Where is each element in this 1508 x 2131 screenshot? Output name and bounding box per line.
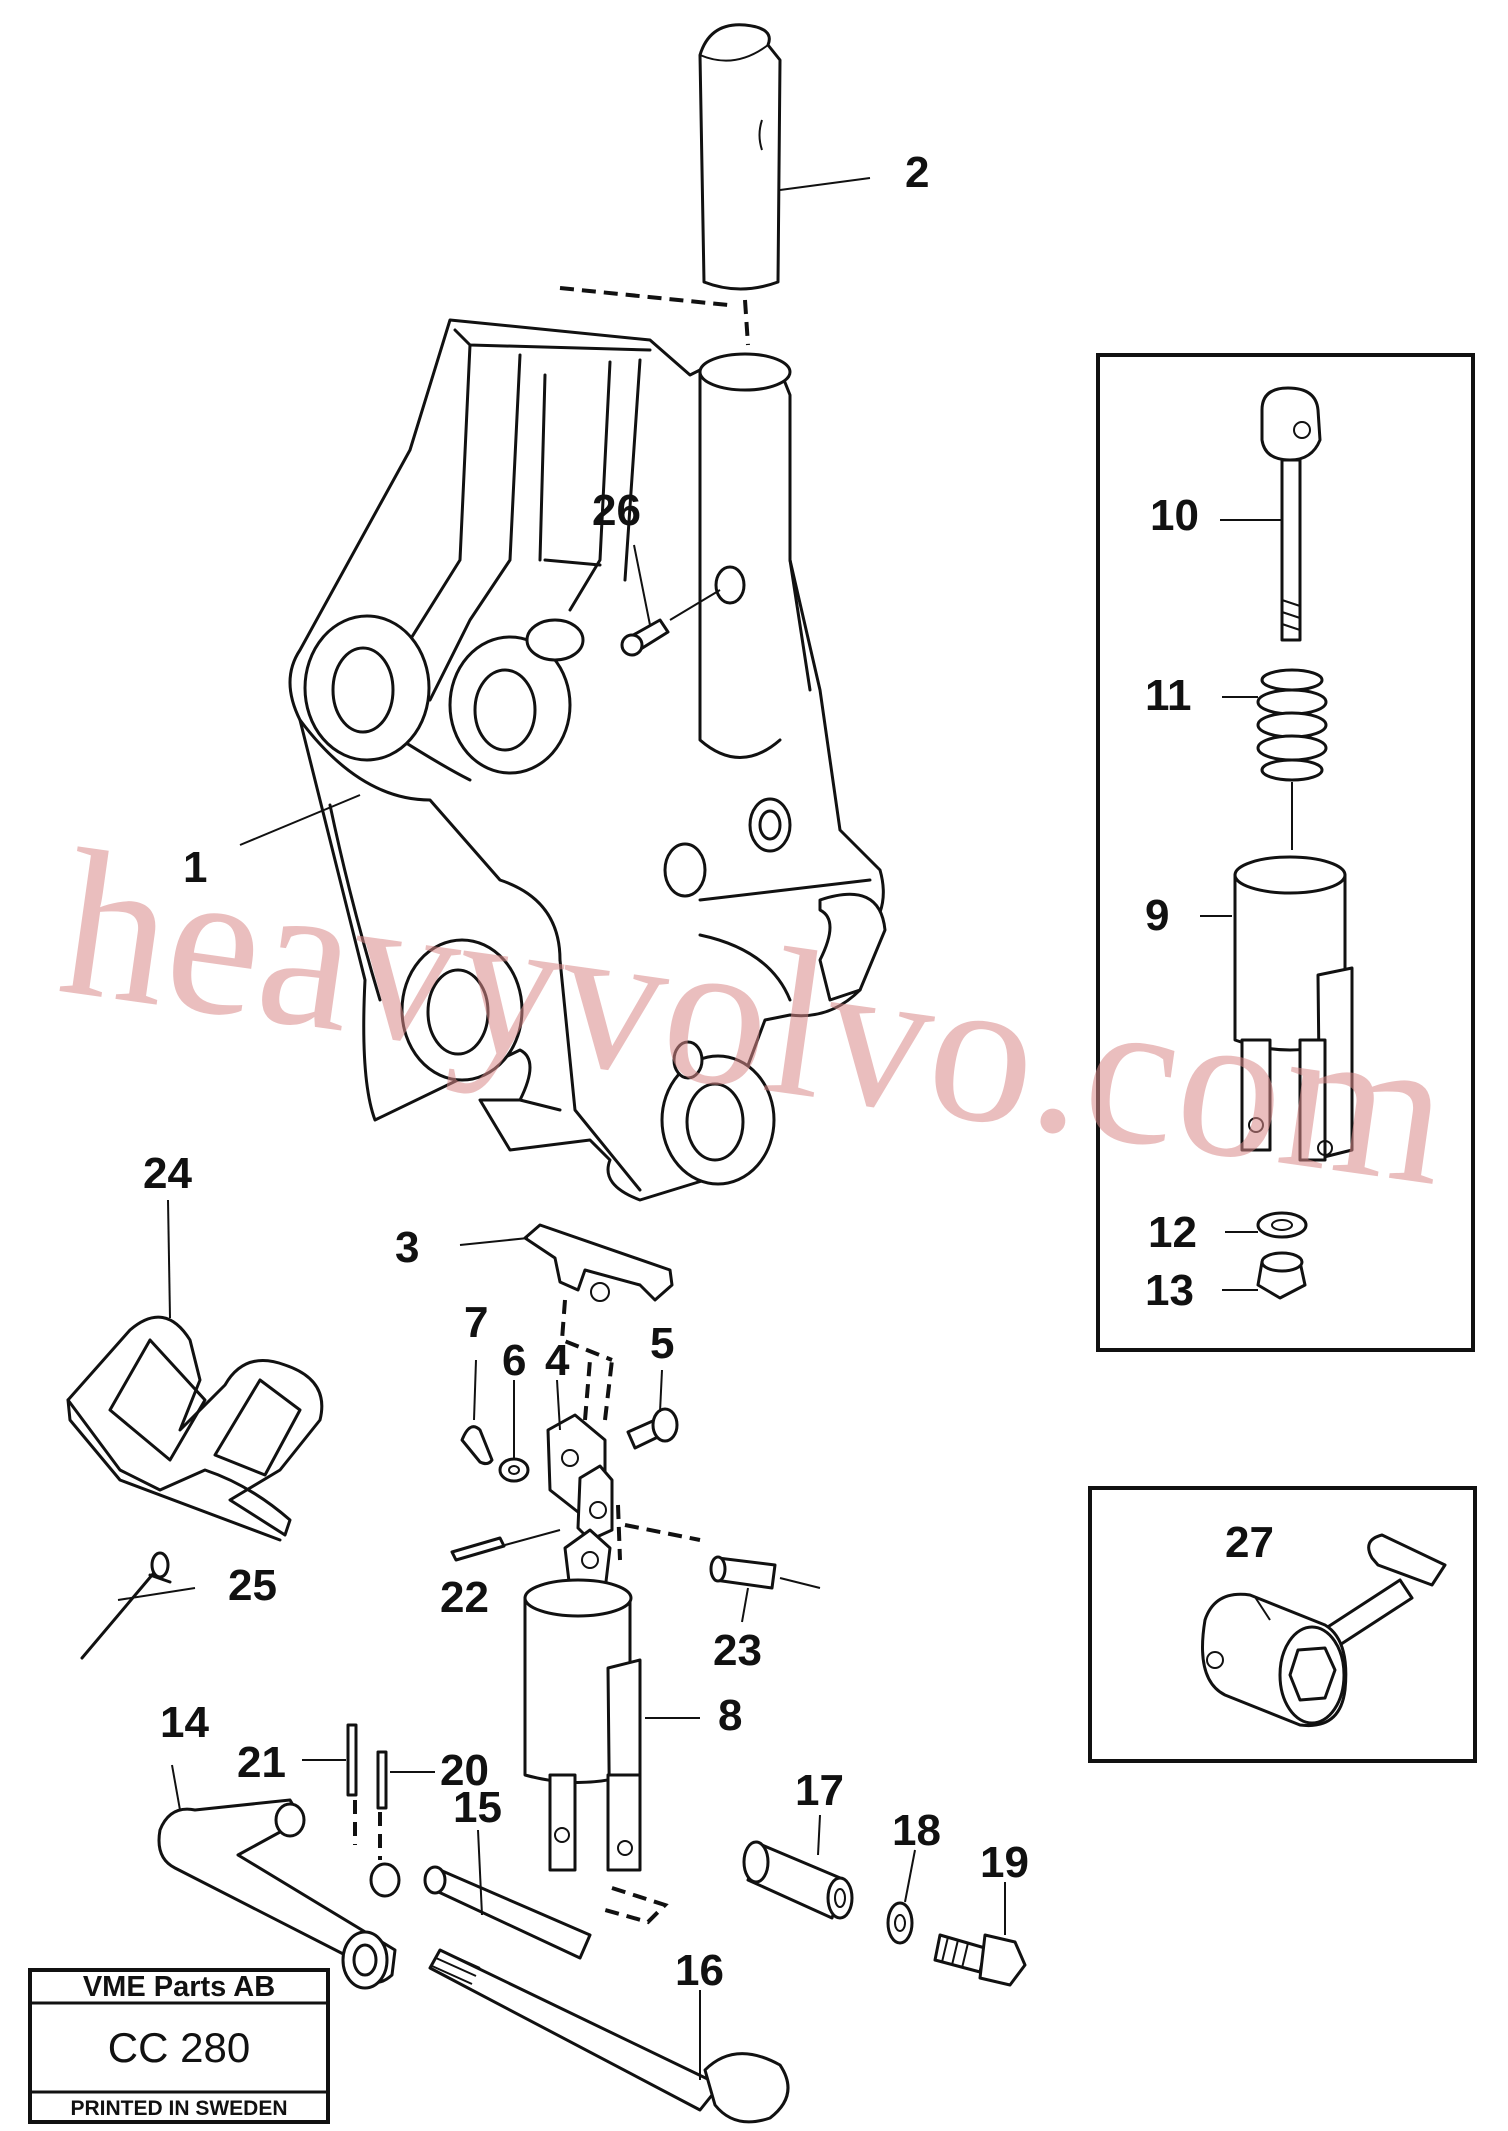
- callout-27: 27: [1225, 1518, 1274, 1567]
- part-2-pin: [559, 23, 782, 346]
- part-21-pin: [346, 1723, 382, 1860]
- callout-7: 7: [464, 1298, 488, 1347]
- callout-11: 11: [1145, 671, 1192, 720]
- callout-6: 6: [502, 1336, 526, 1385]
- part-23-pin: [624, 1523, 821, 1590]
- callout-12: 12: [1148, 1208, 1197, 1257]
- callout-18: 18: [892, 1806, 941, 1855]
- callout-4: 4: [545, 1336, 570, 1385]
- inset-box-9-13: [1096, 353, 1475, 1352]
- callout-25: 25: [228, 1561, 277, 1610]
- callout-10: 10: [1150, 491, 1199, 540]
- part-16-bolt: [428, 1948, 790, 2124]
- part-18-washer: [886, 1901, 914, 1945]
- callout-24: 24: [143, 1149, 192, 1198]
- callout-26: 26: [592, 486, 641, 535]
- callout-19: 19: [980, 1838, 1029, 1887]
- callout-8: 8: [718, 1691, 742, 1740]
- callout-21: 21: [237, 1738, 286, 1787]
- callout-16: 16: [675, 1946, 724, 1995]
- part-8-cylinder: [523, 1528, 669, 1925]
- part-22-pin: [450, 1529, 561, 1562]
- callout-9: 9: [1145, 891, 1169, 940]
- part-14-lever: [157, 1798, 401, 1990]
- callout-15: 15: [453, 1783, 502, 1832]
- leader-lines: [117, 177, 1282, 2080]
- drawing-code: CC 280: [108, 2024, 250, 2071]
- part-4-link: [546, 1359, 622, 1561]
- callout-3: 3: [395, 1223, 419, 1272]
- part-1-frame: [288, 318, 887, 1202]
- part-6-washer: [498, 1457, 530, 1483]
- part-24-clip: [66, 1315, 324, 1542]
- callout-5: 5: [650, 1319, 674, 1368]
- title-block: VME Parts AB CC 280 PRINTED IN SWEDEN: [28, 1968, 330, 2124]
- callout-20: 20: [440, 1746, 489, 1795]
- callout-23: 23: [713, 1626, 762, 1675]
- callout-13: 13: [1145, 1266, 1194, 1315]
- callout-17: 17: [795, 1766, 844, 1815]
- printed-note: PRINTED IN SWEDEN: [70, 2097, 287, 2120]
- part-3-bracket: [523, 1223, 674, 1362]
- inset-box-27: [1088, 1486, 1477, 1763]
- callout-labels: 1 2 3 4 5 6 7 8 9 10 11 12 13 14 15 16 1…: [143, 148, 1274, 1995]
- company-name: VME Parts AB: [83, 1971, 275, 2003]
- part-20-pin: [376, 1750, 388, 1810]
- part-19-bolt: [933, 1933, 1027, 1987]
- part-5-bolt: [626, 1407, 679, 1450]
- part-17-sleeve: [742, 1840, 854, 1920]
- part-25-rivet: [80, 1551, 172, 1660]
- part-7-split-pin: [460, 1359, 494, 1466]
- callout-2: 2: [905, 148, 929, 197]
- callout-1: 1: [183, 843, 207, 892]
- part-15-shaft: [423, 1865, 592, 1960]
- part-26-grease-nipple: [620, 544, 721, 657]
- callout-14: 14: [160, 1698, 209, 1747]
- callout-22: 22: [440, 1573, 489, 1622]
